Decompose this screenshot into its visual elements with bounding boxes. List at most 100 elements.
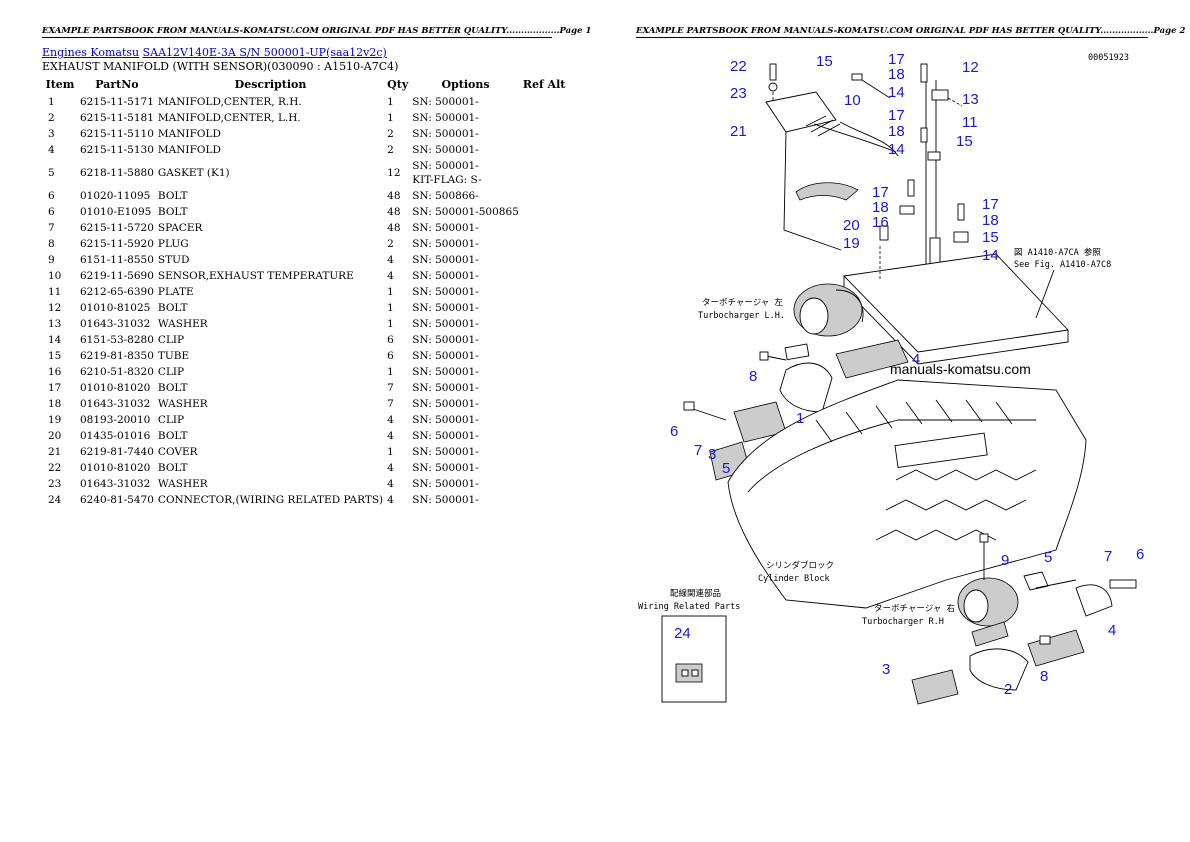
- cell-description: SENSOR,EXHAUST TEMPERATURE: [157, 270, 354, 282]
- cell-description: CLIP: [157, 334, 185, 346]
- cell-partno: 01643-31032: [80, 398, 151, 410]
- cell-options: SN: 500001-: [412, 112, 479, 124]
- cell-description: COVER: [157, 446, 198, 458]
- cell-description: BOLT: [157, 462, 188, 474]
- cell-partno: 01010-E1095: [80, 206, 152, 218]
- ref-figure-jp: 図 A1410-A7CA 参照: [1014, 247, 1101, 258]
- cell-options: SN: 500001-: [412, 350, 479, 362]
- callout-18: 18: [888, 66, 905, 83]
- cell-ref-alt: [521, 284, 568, 300]
- cell-options-line: SN: 500001-: [412, 160, 479, 172]
- cell-options: SN: 500001-500865: [412, 206, 519, 218]
- callout-7: 7: [1104, 548, 1112, 565]
- callout-13: 13: [962, 91, 979, 108]
- cell-partno: 6151-53-8280: [80, 334, 154, 346]
- cell-item: 16: [48, 366, 62, 378]
- cell-ref-alt: [521, 412, 568, 428]
- callout-22: 22: [730, 58, 747, 75]
- cell-item: 5: [48, 167, 55, 179]
- callout-12: 12: [962, 59, 979, 76]
- turbo-rh-label-en: Turbocharger R.H: [862, 617, 944, 627]
- cell-item: 1: [48, 96, 55, 108]
- cell-item: 17: [48, 382, 62, 394]
- cell-item: 8: [48, 238, 55, 250]
- sensor-harness-10: [795, 115, 899, 201]
- cell-item: 14: [48, 334, 62, 346]
- cell-item: 9: [48, 254, 55, 266]
- callout-17: 17: [872, 184, 889, 201]
- cell-ref-alt: [521, 158, 568, 188]
- cell-ref-alt: [521, 252, 568, 268]
- cell-qty: 48: [387, 222, 401, 234]
- watermark: manuals-komatsu.com: [890, 361, 1031, 377]
- table-header-row: Item PartNo Description Qty Options Ref …: [42, 76, 567, 94]
- breadcrumb-link-model[interactable]: SAA12V140E-3A S/N 500001-UP(saa12v2c): [142, 46, 387, 59]
- cell-description: BOLT: [157, 430, 188, 442]
- callout-23: 23: [730, 85, 747, 102]
- cell-partno: 01020-11095: [80, 190, 151, 202]
- cell-ref-alt: [521, 428, 568, 444]
- mounting-plate-11: [843, 246, 1069, 365]
- cell-description: PLATE: [157, 286, 194, 298]
- exploded-parts-diagram: 00051923 図 A1410-A7C: [638, 51, 1144, 705]
- cell-partno: 6219-81-7440: [80, 446, 154, 458]
- cell-options: SN: 500001-: [412, 462, 479, 474]
- cell-qty: 48: [387, 190, 401, 202]
- column-header-partno: PartNo: [95, 78, 139, 91]
- callout-17: 17: [888, 51, 905, 68]
- callout-18: 18: [888, 123, 905, 140]
- cell-ref-alt: [521, 364, 568, 380]
- column-header-item: Item: [45, 78, 75, 91]
- cell-partno: 6218-11-5880: [80, 167, 154, 179]
- cell-description: BOLT: [157, 206, 188, 218]
- cell-description: WASHER: [157, 318, 208, 330]
- cell-options: SN: 500001-: [412, 430, 479, 442]
- cell-qty: 1: [387, 318, 394, 330]
- cell-options: SN: 500001-: [412, 334, 479, 346]
- cylinder-block: [727, 379, 1087, 609]
- cell-qty: 4: [387, 414, 394, 426]
- cell-ref-alt: [521, 142, 568, 158]
- cell-partno: 01643-31032: [80, 478, 151, 490]
- cell-options: SN: 500001-: [412, 398, 479, 410]
- callout-5: 5: [722, 460, 730, 477]
- cover-21: [765, 91, 897, 251]
- cell-item: 11: [48, 286, 62, 298]
- cell-description: MANIFOLD,CENTER, R.H.: [157, 96, 302, 108]
- cell-options: SN: 500001-: [412, 254, 479, 266]
- cell-options: SN: 500001-: [412, 270, 479, 282]
- cell-ref-alt: [521, 380, 568, 396]
- callout-21: 21: [730, 123, 747, 140]
- cell-options: SN: 500001-: [412, 494, 479, 506]
- cell-qty: 4: [387, 478, 394, 490]
- cell-qty: 1: [387, 112, 394, 124]
- cell-partno: 6215-11-5181: [80, 112, 154, 124]
- wiring-label-jp: 配線関連部品: [670, 588, 721, 599]
- callout-15: 15: [956, 133, 973, 150]
- cell-partno: 6219-11-5690: [80, 270, 154, 282]
- callout-19: 19: [843, 235, 860, 252]
- cell-item: 15: [48, 350, 62, 362]
- cell-partno: 01643-31032: [80, 318, 151, 330]
- cell-options: SN: 500001-: [412, 128, 479, 140]
- cell-partno: 01010-81020: [80, 462, 151, 474]
- cell-options: SN: 500001-KIT-FLAG: S-: [410, 158, 521, 188]
- turbo-lh-label-en: Turbocharger L.H.: [698, 311, 785, 321]
- cell-description: BOLT: [157, 190, 188, 202]
- breadcrumb-link-engines[interactable]: Engines Komatsu: [42, 46, 140, 59]
- cell-item: 23: [48, 478, 62, 490]
- callout-10: 10: [844, 92, 861, 109]
